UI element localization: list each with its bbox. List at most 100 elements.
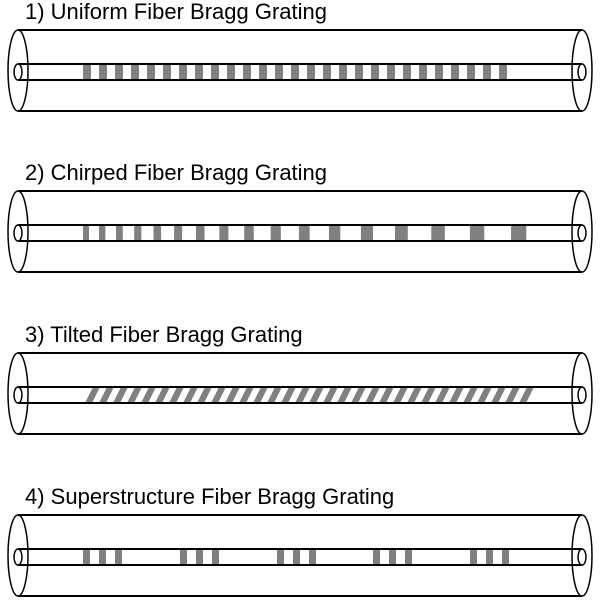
title-superstructure-fbg: 4) Superstructure Fiber Bragg Grating bbox=[25, 484, 395, 509]
grating-bar bbox=[275, 64, 283, 80]
tilted-grating-stripe bbox=[141, 387, 156, 403]
grating-bar bbox=[309, 549, 316, 565]
grating-bar bbox=[486, 549, 493, 565]
core-left-end bbox=[13, 386, 23, 404]
tilted-grating-stripe bbox=[337, 387, 352, 403]
tilted-grating-stripe bbox=[351, 387, 366, 403]
tilted-grating-stripe bbox=[127, 387, 142, 403]
tilted-grating-stripe bbox=[379, 387, 394, 403]
grating-bar bbox=[131, 64, 139, 80]
title-uniform-fbg: 1) Uniform Fiber Bragg Grating bbox=[25, 0, 327, 24]
grating-bar bbox=[83, 64, 91, 80]
tilted-grating-stripe bbox=[99, 387, 114, 403]
tilted-grating-stripe bbox=[449, 387, 464, 403]
grating-bar bbox=[243, 64, 251, 80]
tilted-grating-stripe bbox=[435, 387, 450, 403]
tilted-grating-stripe bbox=[253, 387, 268, 403]
grating-bar bbox=[196, 549, 203, 565]
grating-bar bbox=[196, 225, 205, 241]
tilted-grating-stripe bbox=[267, 387, 282, 403]
tilted-grating-stripe bbox=[155, 387, 170, 403]
core-right-end bbox=[577, 548, 587, 566]
grating-bar bbox=[470, 549, 477, 565]
fiber-right-end bbox=[571, 190, 593, 273]
core-left-end bbox=[13, 224, 23, 242]
tilted-grating-stripe bbox=[505, 387, 520, 403]
core-right-end bbox=[577, 63, 587, 81]
grating-bar bbox=[115, 64, 123, 80]
grating-bar bbox=[360, 225, 374, 241]
core-left-end bbox=[13, 548, 23, 566]
grating-bar bbox=[431, 225, 445, 241]
core-right-end bbox=[577, 386, 587, 404]
grating-bar bbox=[163, 64, 171, 80]
grating-bar bbox=[270, 225, 281, 241]
grating-bar bbox=[419, 64, 427, 80]
grating-bar bbox=[394, 225, 408, 241]
fiber-right-end bbox=[571, 352, 593, 435]
grating-bar bbox=[451, 64, 459, 80]
tilted-grating-stripe bbox=[365, 387, 380, 403]
core-right-end bbox=[577, 224, 587, 242]
tilted-grating-stripe bbox=[295, 387, 310, 403]
grating-bar bbox=[502, 549, 509, 565]
grating-bar bbox=[328, 225, 341, 241]
grating-bar bbox=[467, 64, 475, 80]
grating-bar bbox=[195, 64, 203, 80]
tilted-grating-stripe bbox=[491, 387, 506, 403]
tilted-grating-stripe bbox=[197, 387, 212, 403]
tilted-grating-stripe bbox=[211, 387, 226, 403]
tilted-grating-stripe bbox=[463, 387, 478, 403]
core-left-end bbox=[13, 63, 23, 81]
grating-bar bbox=[291, 64, 299, 80]
grating-bar bbox=[389, 549, 396, 565]
tilted-grating-stripe bbox=[309, 387, 324, 403]
tilted-grating-stripe bbox=[113, 387, 128, 403]
fiber-right-end bbox=[571, 514, 593, 597]
grating-bar bbox=[99, 64, 107, 80]
grating-bar bbox=[180, 549, 187, 565]
grating-bar bbox=[83, 225, 89, 241]
grating-bar bbox=[293, 549, 300, 565]
grating-bar bbox=[179, 64, 187, 80]
grating-bar bbox=[405, 549, 412, 565]
grating-bar bbox=[99, 225, 106, 241]
tilted-grating-stripe bbox=[225, 387, 240, 403]
tilted-grating-stripe bbox=[239, 387, 254, 403]
grating-bar bbox=[99, 549, 106, 565]
tilted-grating-stripe bbox=[421, 387, 436, 403]
fiber-left-end bbox=[7, 190, 29, 273]
tilted-grating-stripe bbox=[281, 387, 296, 403]
grating-bar bbox=[244, 225, 254, 241]
tilted-grating-stripe bbox=[519, 387, 534, 403]
grating-bar bbox=[212, 549, 219, 565]
grating-bar bbox=[83, 549, 90, 565]
grating-bar bbox=[174, 225, 183, 241]
grating-bar bbox=[219, 225, 229, 241]
grating-bar bbox=[499, 64, 507, 80]
grating-bar bbox=[147, 64, 155, 80]
fiber-left-end bbox=[7, 29, 29, 112]
grating-bar bbox=[211, 64, 219, 80]
tilted-grating-stripe bbox=[393, 387, 408, 403]
grating-bar bbox=[387, 64, 395, 80]
tilted-grating-stripe bbox=[169, 387, 184, 403]
grating-bar bbox=[134, 225, 142, 241]
tilted-grating-stripe bbox=[477, 387, 492, 403]
grating-bar bbox=[298, 225, 310, 241]
grating-bar bbox=[403, 64, 411, 80]
grating-bar bbox=[116, 225, 123, 241]
fiber-left-end bbox=[7, 352, 29, 435]
grating-bar bbox=[277, 549, 284, 565]
grating-bar bbox=[323, 64, 331, 80]
grating-bar bbox=[153, 225, 162, 241]
grating-bar bbox=[511, 225, 527, 241]
fiber-left-end bbox=[7, 514, 29, 597]
tilted-grating-stripe bbox=[183, 387, 198, 403]
grating-bar bbox=[307, 64, 315, 80]
tilted-grating-stripe bbox=[323, 387, 338, 403]
grating-bar bbox=[373, 549, 380, 565]
grating-bar bbox=[259, 64, 267, 80]
grating-bar bbox=[371, 64, 379, 80]
grating-bar bbox=[227, 64, 235, 80]
